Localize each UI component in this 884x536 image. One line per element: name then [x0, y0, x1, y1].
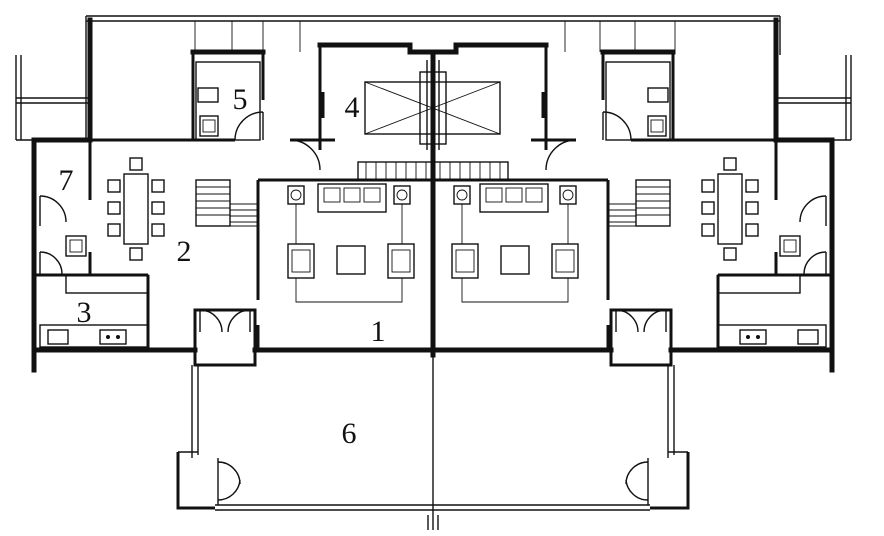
bathroom-left [195, 61, 264, 141]
entry-left [193, 308, 257, 367]
left-side-balcony [15, 55, 90, 141]
room-label-4: 4 [345, 91, 360, 124]
bathroom-right [602, 61, 671, 141]
front-garden [176, 355, 690, 530]
room-label-6: 6 [342, 417, 357, 450]
right-side-balcony [776, 55, 852, 141]
room-label-3: 3 [77, 296, 92, 329]
stairs-left [195, 179, 258, 227]
dining-table-right [701, 157, 759, 261]
room7-right-doors [779, 195, 827, 275]
exterior-walls [31, 17, 835, 373]
room-label-7: 7 [59, 164, 74, 197]
corridor-doors [289, 139, 577, 171]
room-label-5: 5 [233, 83, 248, 116]
kitchen-right [717, 274, 827, 348]
dining-table-left [107, 157, 165, 261]
kitchen-left [39, 274, 149, 348]
living-room-left-furniture [287, 183, 415, 303]
stair-core [321, 60, 545, 181]
room-label-2: 2 [177, 235, 192, 268]
room-label-1: 1 [371, 315, 386, 348]
stairs-right [608, 179, 671, 227]
living-room-right-furniture [451, 183, 579, 303]
entry-right [609, 308, 673, 367]
room7-left-doors [32, 195, 87, 275]
top-terrace [85, 15, 781, 55]
